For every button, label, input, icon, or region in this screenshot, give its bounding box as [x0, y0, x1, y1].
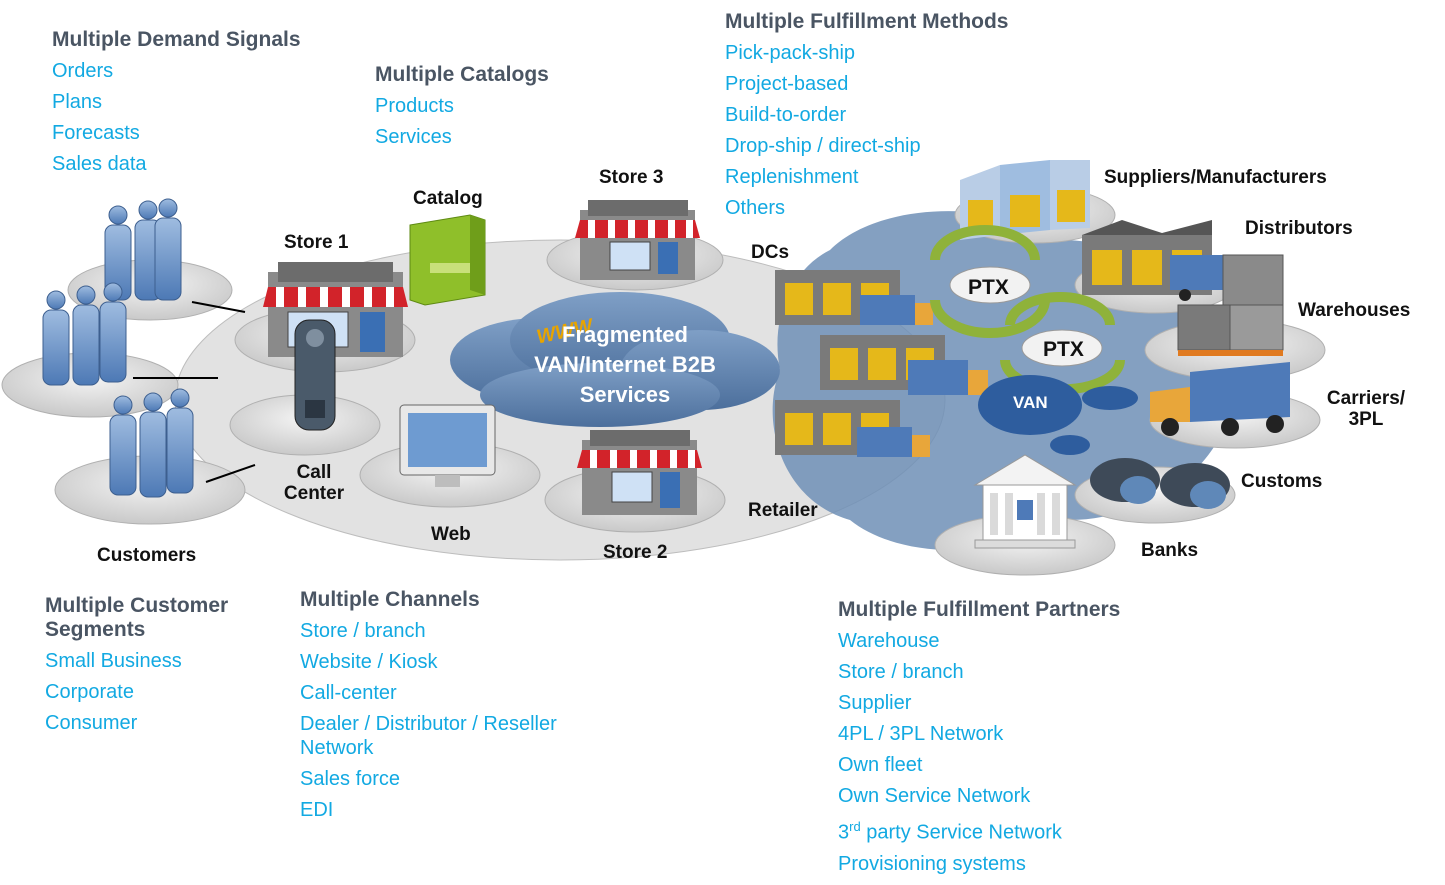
demand-signals-list: Multiple Demand Signals Orders Plans For…: [52, 28, 301, 183]
cloud-label-line-2: VAN/Internet B2B: [534, 352, 716, 377]
distributors-building-icon: [1082, 220, 1212, 295]
carriers-label: Carriers/ 3PL: [1326, 388, 1406, 430]
ptx-label-2: PTX: [1043, 338, 1084, 361]
demand-signals-heading: Multiple Demand Signals: [52, 28, 301, 51]
fulfillment-methods-heading: Multiple Fulfillment Methods: [725, 10, 1009, 33]
retailer-label: Retailer: [748, 500, 818, 521]
demand-signal-item: Orders: [52, 60, 114, 82]
customer-segments-list: Multiple Customer Segments Small Busines…: [45, 594, 275, 742]
cloud-label-line-3: Services: [579, 382, 671, 407]
cloud-label: Fragmented VAN/Internet B2B Services: [500, 320, 750, 410]
connector-lines: [133, 301, 256, 483]
dcs-label: DCs: [751, 242, 790, 263]
fulfillment-method-item: Drop-ship / direct-ship: [725, 135, 921, 157]
catalog-icon: [409, 214, 486, 306]
store-3-label: Store 3: [599, 167, 664, 188]
ptx-label-1: PTX: [968, 276, 1009, 299]
fulfillment-partners-heading: Multiple Fulfillment Partners: [838, 598, 1121, 621]
distributors-label: Distributors: [1245, 218, 1353, 239]
fulfillment-partner-item: Provisioning systems: [838, 852, 1026, 875]
catalogs-list: Multiple Catalogs Products Services: [375, 63, 549, 156]
dc-warehouse-1: [775, 270, 933, 325]
fulfillment-method-item: Build-to-order: [725, 104, 847, 126]
catalog-label: Catalog: [413, 188, 483, 209]
fulfillment-partner-item: Store / branch: [838, 661, 964, 683]
fulfillment-partner-item: Own Service Network: [838, 785, 1031, 807]
demand-signal-item: Forecasts: [52, 122, 140, 144]
bank-icon: [973, 454, 1077, 549]
ordinal-number: 3: [838, 821, 850, 844]
customs-label: Customs: [1241, 471, 1323, 492]
channel-item: Store / branch: [300, 620, 426, 642]
web-monitor-icon: [399, 404, 496, 487]
phone-icon: [294, 319, 336, 431]
suppliers-building-icon: [960, 160, 1090, 240]
catalogs-heading: Multiple Catalogs: [375, 63, 549, 86]
catalog-item: Services: [375, 126, 452, 148]
fulfillment-partner-item-3rd-party: 3rd party Service Network: [838, 815, 1120, 845]
fulfillment-partner-item: 4PL / 3PL Network: [838, 723, 1004, 745]
channels-heading: Multiple Channels: [300, 588, 480, 611]
store-2-label: Store 2: [603, 542, 668, 563]
dc-warehouse-2: [820, 335, 988, 395]
demand-signal-item: Plans: [52, 91, 103, 113]
fulfillment-partner-item: Warehouse: [838, 630, 940, 652]
fulfillment-method-item: Project-based: [725, 73, 849, 95]
warehouse-pallet-icon: [1177, 254, 1284, 356]
ptx-hub-1: [930, 225, 1050, 338]
cloud-label-line-1: Fragmented: [562, 322, 688, 347]
channel-item: EDI: [300, 799, 334, 821]
fulfillment-partner-item: Own fleet: [838, 754, 923, 776]
fulfillment-partners-list: Multiple Fulfillment Partners Warehouse …: [838, 598, 1120, 883]
fulfillment-methods-list: Multiple Fulfillment Methods Pick-pack-s…: [725, 10, 1008, 227]
ordinal-suffix: rd: [849, 819, 861, 834]
van-label: VAN: [1013, 393, 1048, 412]
store-1-label: Store 1: [284, 232, 349, 253]
customer-segments-heading: Multiple Customer Segments: [45, 594, 229, 641]
van-hub: [978, 375, 1138, 455]
customer-segment-item: Small Business: [45, 650, 182, 672]
channel-item: Dealer / Distributor / Reseller Network: [300, 713, 557, 759]
store-3-icon: [575, 200, 700, 280]
channel-item: Sales force: [300, 768, 401, 790]
fulfillment-partner-item: Supplier: [838, 692, 912, 714]
store-2-icon: [577, 430, 702, 515]
catalog-item: Products: [375, 95, 454, 117]
channel-item: Website / Kiosk: [300, 651, 438, 673]
customers-label: Customers: [97, 545, 197, 566]
customer-segment-item: Consumer: [45, 712, 138, 734]
channels-list: Multiple Channels Store / branch Website…: [300, 588, 600, 829]
dc-warehouse-3: [775, 400, 930, 457]
channel-item: Call-center: [300, 682, 397, 704]
demand-signal-item: Sales data: [52, 153, 147, 175]
customer-figures: [42, 198, 194, 498]
warehouses-label: Warehouses: [1298, 300, 1411, 321]
fulfillment-method-item: Replenishment: [725, 166, 859, 188]
b2b-cloud: [450, 292, 780, 427]
web-label: Web: [431, 524, 471, 545]
call-center-label: Call Center: [283, 462, 345, 504]
binoculars-icon: [1090, 458, 1230, 509]
fulfillment-method-item: Pick-pack-ship: [725, 42, 856, 64]
customer-segment-item: Corporate: [45, 681, 134, 703]
carrier-truck-icon: [1150, 362, 1290, 436]
suppliers-label: Suppliers/Manufacturers: [1104, 167, 1327, 188]
banks-label: Banks: [1141, 540, 1199, 561]
fulfillment-method-item: Others: [725, 197, 786, 219]
ordinal-rest: party Service Network: [860, 821, 1062, 844]
